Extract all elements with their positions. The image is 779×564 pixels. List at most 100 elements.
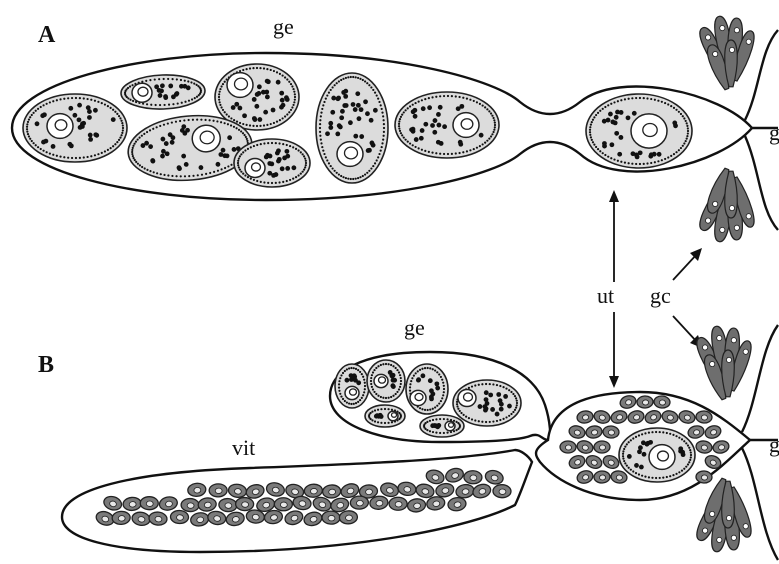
oocyte-border-granule: [646, 97, 648, 99]
oocyte-granule: [412, 108, 417, 113]
oocyte-border-granule: [424, 150, 426, 152]
oocyte-border-granule: [377, 421, 379, 423]
oocyte-granule: [435, 386, 440, 391]
oocyte-border-granule: [338, 80, 340, 82]
oocyte-granule: [335, 132, 340, 137]
oocyte-border-granule: [42, 104, 44, 106]
oocyte-border-granule: [230, 117, 232, 119]
oocyte-border-granule: [340, 175, 342, 177]
oocyte-granule: [351, 102, 356, 107]
oocyte-border-granule: [685, 466, 687, 468]
oocyte-granule: [428, 378, 433, 383]
oocyte-border-granule: [52, 154, 54, 156]
oocyte-border-granule: [421, 99, 423, 101]
oocyte-border-granule: [678, 437, 680, 439]
oocyte-border-granule: [122, 127, 124, 129]
oocyte: [23, 94, 127, 162]
oocyte-border-granule: [512, 411, 514, 413]
oocyte-border-granule: [664, 158, 666, 160]
oocyte-border-granule: [399, 386, 401, 388]
oocyte: [335, 364, 369, 408]
oocyte-border-granule: [364, 385, 366, 387]
oocyte-border-granule: [293, 101, 295, 103]
oocyte-border-granule: [435, 418, 437, 420]
oocyte-border-granule: [79, 157, 81, 159]
vitelline-cell-nucleus: [395, 502, 402, 507]
oocyte-border-granule: [664, 102, 666, 104]
oocyte-border-granule: [673, 153, 675, 155]
oocyte: [420, 415, 464, 437]
oocyte-border-granule: [292, 178, 294, 180]
vitelline-cell: [322, 511, 340, 525]
oocyte-border-granule: [516, 400, 518, 402]
vitelline-cell-nucleus: [225, 503, 232, 509]
vitelline-cell-nucleus: [599, 475, 605, 480]
oocyte-granule: [257, 117, 262, 122]
oocyte-border-granule: [639, 97, 641, 99]
oocyte-border-granule: [434, 406, 436, 408]
oocyte-granule: [238, 106, 243, 111]
oocyte-border-granule: [687, 444, 689, 446]
oocyte-border-granule: [655, 477, 657, 479]
oocyte-granule: [499, 402, 504, 407]
oocyte-border-granule: [435, 96, 437, 98]
oocyte-granule: [264, 155, 269, 160]
oocyte-border-granule: [97, 153, 99, 155]
oocyte-border-granule: [249, 124, 251, 126]
oocyte-border-granule: [377, 98, 379, 100]
oocyte-granule: [442, 124, 447, 129]
oocyte-granule: [484, 390, 489, 395]
oocyte-border-granule: [226, 113, 228, 115]
oocyte-border-granule: [690, 454, 692, 456]
vitelline-cell-nucleus: [499, 489, 506, 495]
oocyte-border-granule: [282, 117, 284, 119]
oocyte-border-granule: [344, 370, 346, 372]
oocyte-border-granule: [499, 385, 501, 387]
oocyte-border-granule: [291, 85, 293, 87]
panel-b: B ge vit g: [38, 315, 779, 560]
gland-cell-nucleus: [726, 516, 731, 521]
gland-cell-nucleus: [726, 357, 731, 362]
oocyte-border-granule: [110, 107, 112, 109]
oocyte-granule: [41, 140, 46, 145]
oocyte-border-granule: [233, 119, 235, 121]
oocyte-granule: [338, 125, 343, 130]
vitelline-cell-nucleus: [129, 501, 136, 507]
oocyte-border-granule: [359, 399, 361, 401]
oocyte-border-granule: [371, 386, 373, 388]
oocyte-granule: [610, 120, 615, 125]
oocyte-border-granule: [355, 368, 357, 370]
oocyte-border-granule: [439, 95, 441, 97]
vitelline-cell-nucleus: [242, 502, 249, 508]
oocyte-border-granule: [670, 105, 672, 107]
vitelline-cell: [389, 497, 407, 510]
oocyte-border-granule: [346, 401, 348, 403]
oocyte-border-granule: [380, 150, 382, 152]
oocyte-border-granule: [458, 152, 460, 154]
oocyte-border-granule: [479, 145, 481, 147]
oocyte-border-granule: [436, 371, 438, 373]
vitelline-cell: [339, 510, 358, 524]
oocyte-border-granule: [266, 68, 268, 70]
oocyte-border-granule: [667, 103, 669, 105]
oocyte-border-granule: [412, 104, 414, 106]
oocyte-border-granule: [678, 111, 680, 113]
oocyte-granule: [282, 156, 287, 161]
oocyte-border-granule: [604, 106, 606, 108]
oocyte-granule: [357, 116, 362, 121]
oocyte-border-granule: [597, 148, 599, 150]
oocyte-border-granule: [242, 69, 244, 71]
panel-b-label: B: [38, 352, 54, 378]
oocyte-granule: [279, 91, 284, 96]
oocyte-border-granule: [350, 76, 352, 78]
oocyte-granule: [617, 152, 622, 157]
oocyte-border-granule: [282, 181, 284, 183]
vitelline-cell-nucleus: [176, 515, 183, 521]
oocyte-border-granule: [687, 130, 689, 132]
oocyte-border-granule: [643, 97, 645, 99]
oocyte-border-granule: [383, 135, 385, 137]
oocyte-border-granule: [267, 182, 269, 184]
oocyte-border-granule: [396, 369, 398, 371]
oocyte-border-granule: [478, 420, 480, 422]
oocyte-border-granule: [67, 97, 69, 99]
